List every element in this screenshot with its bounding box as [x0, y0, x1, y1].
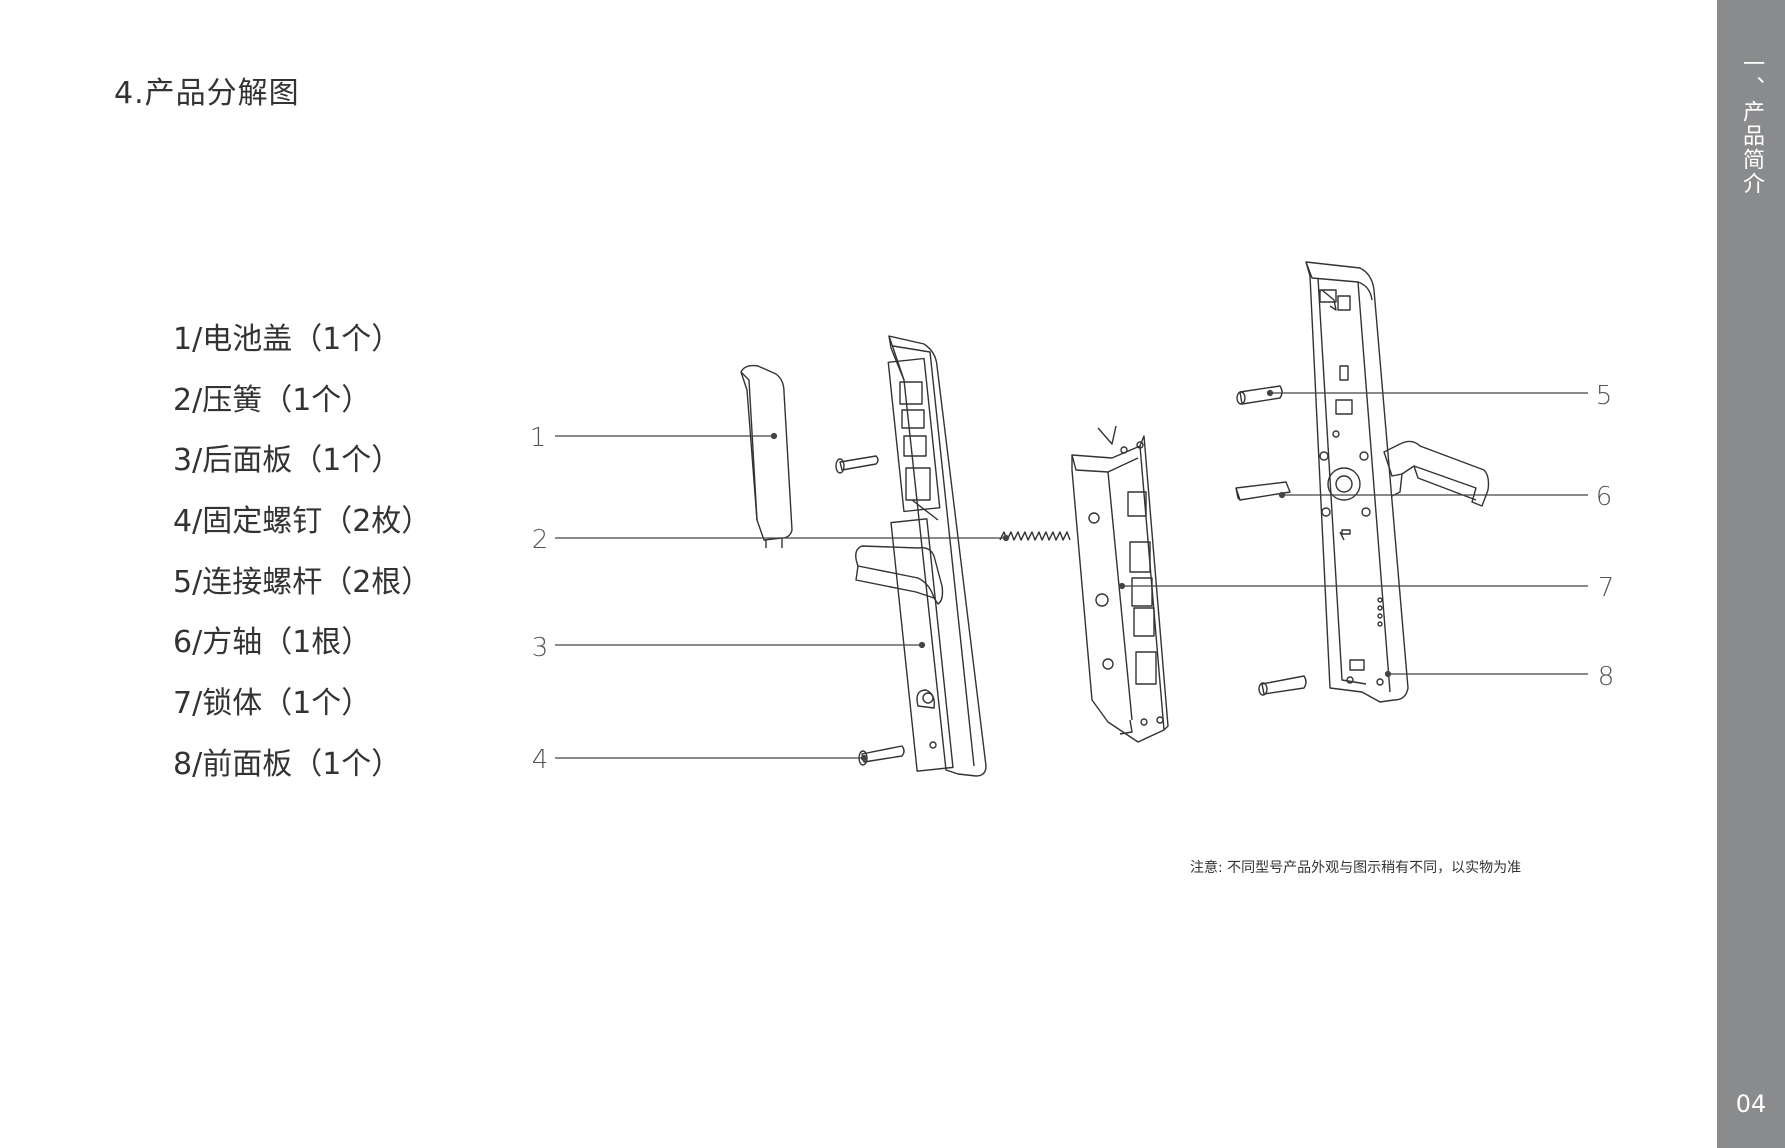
part-item-2: 2/压簧（1个） — [173, 382, 372, 418]
compression-spring-drawing — [999, 531, 1071, 541]
callout-5: 5 — [1596, 381, 1613, 411]
section-title: 4.产品分解图 — [114, 76, 300, 111]
page-number: 04 — [1735, 1090, 1767, 1118]
exploded-view-diagram: 1 2 3 4 5 6 7 8 — [530, 261, 1615, 777]
callout-2: 2 — [532, 525, 549, 555]
front-panel-drawing — [1305, 261, 1490, 703]
fixing-screw-top-drawing — [835, 455, 879, 474]
callout-6: 6 — [1596, 482, 1613, 512]
callout-4: 4 — [532, 745, 549, 775]
connecting-bolt-drawing — [1236, 385, 1307, 696]
callout-3: 3 — [532, 633, 549, 663]
battery-cover-drawing — [740, 364, 793, 548]
part-item-8: 8/前面板（1个） — [173, 746, 402, 782]
disclaimer-note: 注意: 不同型号产品外观与图示稍有不同，以实物为准 — [1190, 860, 1522, 876]
parts-list: 1/电池盖（1个） 2/压簧（1个） 3/后面板（1个） 4/固定螺钉（2枚） … — [173, 318, 431, 804]
callout-7: 7 — [1598, 573, 1615, 603]
lock-body-drawing — [1071, 425, 1169, 743]
part-item-4: 4/固定螺钉（2枚） — [173, 504, 432, 540]
part-item-3: 3/后面板（1个） — [173, 443, 402, 479]
callout-1: 1 — [530, 423, 547, 453]
part-item-5: 5/连接螺杆（2根） — [173, 564, 432, 600]
sidebar: 一、产品简介 04 — [1717, 0, 1785, 1148]
sidebar-section-label: 一、产品简介 — [1739, 52, 1764, 196]
square-spindle-drawing — [1235, 481, 1291, 501]
callout-8: 8 — [1598, 662, 1615, 692]
rear-panel-drawing — [855, 335, 987, 777]
part-item-1: 1/电池盖（1个） — [173, 322, 402, 357]
part-item-7: 7/锁体（1个） — [173, 686, 372, 722]
part-item-6: 6/方轴（1根） — [173, 625, 372, 661]
